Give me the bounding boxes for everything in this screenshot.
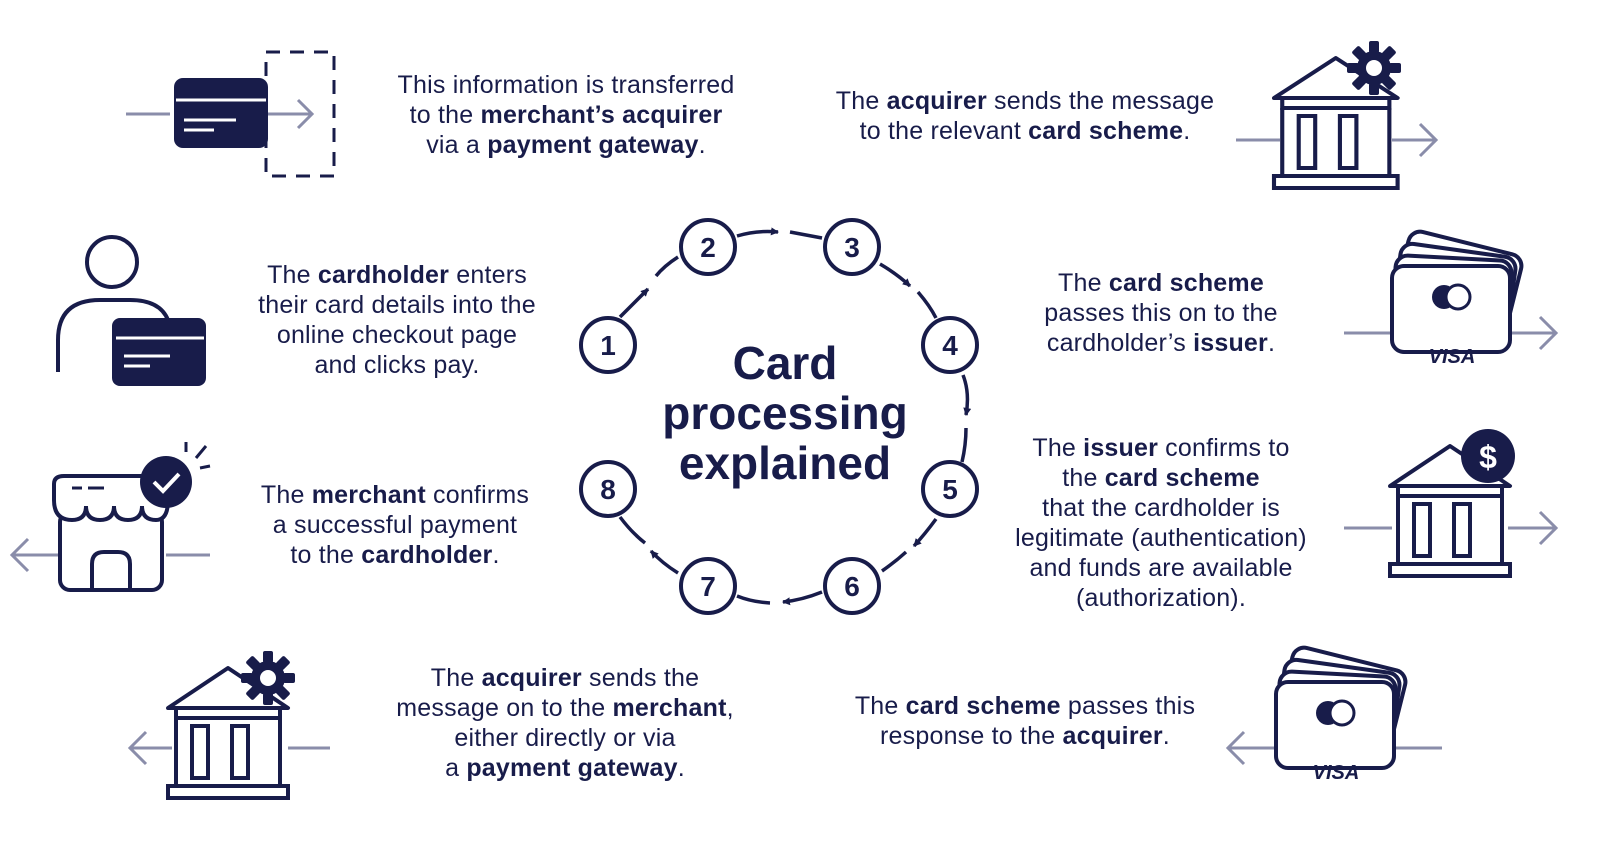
emphasis-term: merchant — [311, 481, 426, 509]
description-text: via a — [426, 131, 488, 159]
description-text: either directly or via — [454, 724, 676, 752]
step-number-5: 5 — [942, 474, 958, 505]
emphasis-term: acquirer — [481, 664, 582, 692]
emphasis-term: issuer — [1193, 329, 1268, 357]
description-text: . — [677, 754, 685, 782]
step-number-1: 1 — [600, 330, 616, 361]
step-number-2: 2 — [700, 232, 716, 263]
description-text: The — [1058, 269, 1109, 297]
description-text: cardholder’s — [1046, 329, 1194, 357]
description-text: legitimate (authentication) — [1015, 524, 1307, 552]
emphasis-term: cardholder — [361, 541, 493, 569]
process-cycle — [618, 227, 972, 606]
emphasis-term: card scheme — [1028, 117, 1184, 145]
description-text: . — [1162, 722, 1170, 750]
emphasis-term: card scheme — [905, 692, 1061, 720]
visa-cards-icon: VISA — [1225, 643, 1442, 784]
emphasis-term: payment gateway — [466, 754, 678, 782]
emphasis-term: cardholder — [317, 261, 450, 289]
step-circle-5 — [921, 460, 979, 518]
description-text: a — [445, 754, 467, 782]
title-line-2: processing — [662, 387, 908, 439]
description-text: The — [1032, 434, 1084, 462]
dollar-symbol: $ — [1479, 439, 1497, 475]
description-text: to the — [409, 101, 481, 129]
description-text: sends the — [581, 664, 700, 692]
step-circle-1 — [579, 316, 637, 374]
cardholder-with-card-icon — [56, 235, 206, 386]
description-text: . — [698, 131, 706, 159]
description-text: passes this on to the — [1044, 299, 1278, 327]
step-circle-8 — [579, 460, 637, 518]
description-text: the — [1062, 464, 1105, 492]
description-text: . — [492, 541, 500, 569]
bank-with-gear-icon — [127, 651, 330, 800]
emphasis-term: acquirer — [886, 87, 987, 115]
title-line-1: Card — [732, 337, 838, 389]
description-text: that the cardholder is — [1042, 494, 1280, 522]
visa-cards-icon: VISA — [1344, 227, 1559, 368]
step-circle-7 — [679, 557, 737, 615]
description-text: The — [430, 664, 482, 692]
bank-with-gear-icon — [1236, 41, 1439, 188]
emphasis-term: card scheme — [1108, 269, 1264, 297]
description-text: The — [835, 87, 887, 115]
step-number-6: 6 — [844, 571, 860, 602]
description-text: The — [854, 692, 906, 720]
step-number-8: 8 — [600, 474, 616, 505]
description-text: response to the — [880, 722, 1063, 750]
emphasis-term: merchant — [612, 694, 727, 722]
description-text: . — [1183, 117, 1191, 145]
bank-with-dollar-icon: $ — [1344, 429, 1559, 578]
visa-label: VISA — [1313, 762, 1360, 784]
step-circle-3 — [823, 218, 881, 276]
emphasis-term: card scheme — [1104, 464, 1260, 492]
step-circle-6 — [823, 557, 881, 615]
diagram-title: Card processing explained — [645, 338, 925, 488]
step-number-7: 7 — [700, 571, 716, 602]
description-text: their card details into the — [258, 291, 536, 319]
description-text: to the relevant — [859, 117, 1029, 145]
description-text: online checkout page — [276, 321, 518, 349]
emphasis-term: issuer — [1083, 434, 1159, 462]
description-text: confirms to — [1158, 434, 1290, 462]
description-text: The — [267, 261, 318, 289]
step-number-4: 4 — [942, 330, 958, 361]
emphasis-term: merchant’s acquirer — [480, 101, 723, 129]
description-text: message on to the — [396, 694, 613, 722]
description-text: sends the message — [986, 87, 1215, 115]
storefront-check-icon — [9, 442, 211, 592]
description-text: , — [726, 694, 734, 722]
step-circle-2 — [679, 218, 737, 276]
title-line-3: explained — [678, 437, 892, 489]
visa-label: VISA — [1429, 346, 1476, 368]
description-text: and funds are available — [1029, 554, 1293, 582]
emphasis-term: payment gateway — [487, 131, 699, 159]
description-text: The — [260, 481, 312, 509]
step-number-3: 3 — [844, 232, 860, 263]
description-text: passes this — [1060, 692, 1196, 720]
emphasis-term: acquirer — [1062, 722, 1163, 750]
description-text: enters — [449, 261, 527, 289]
description-text: a successful payment — [272, 511, 518, 539]
description-text: (authorization). — [1076, 584, 1246, 612]
description-text: to the — [290, 541, 362, 569]
description-text: . — [1267, 329, 1276, 357]
step-number-circles — [579, 218, 979, 615]
description-text: confirms — [425, 481, 530, 509]
description-text: This information is transferred — [397, 71, 735, 99]
step-circle-4 — [921, 316, 979, 374]
description-text: and clicks pay. — [314, 351, 480, 379]
card-transfer-icon — [126, 50, 336, 178]
